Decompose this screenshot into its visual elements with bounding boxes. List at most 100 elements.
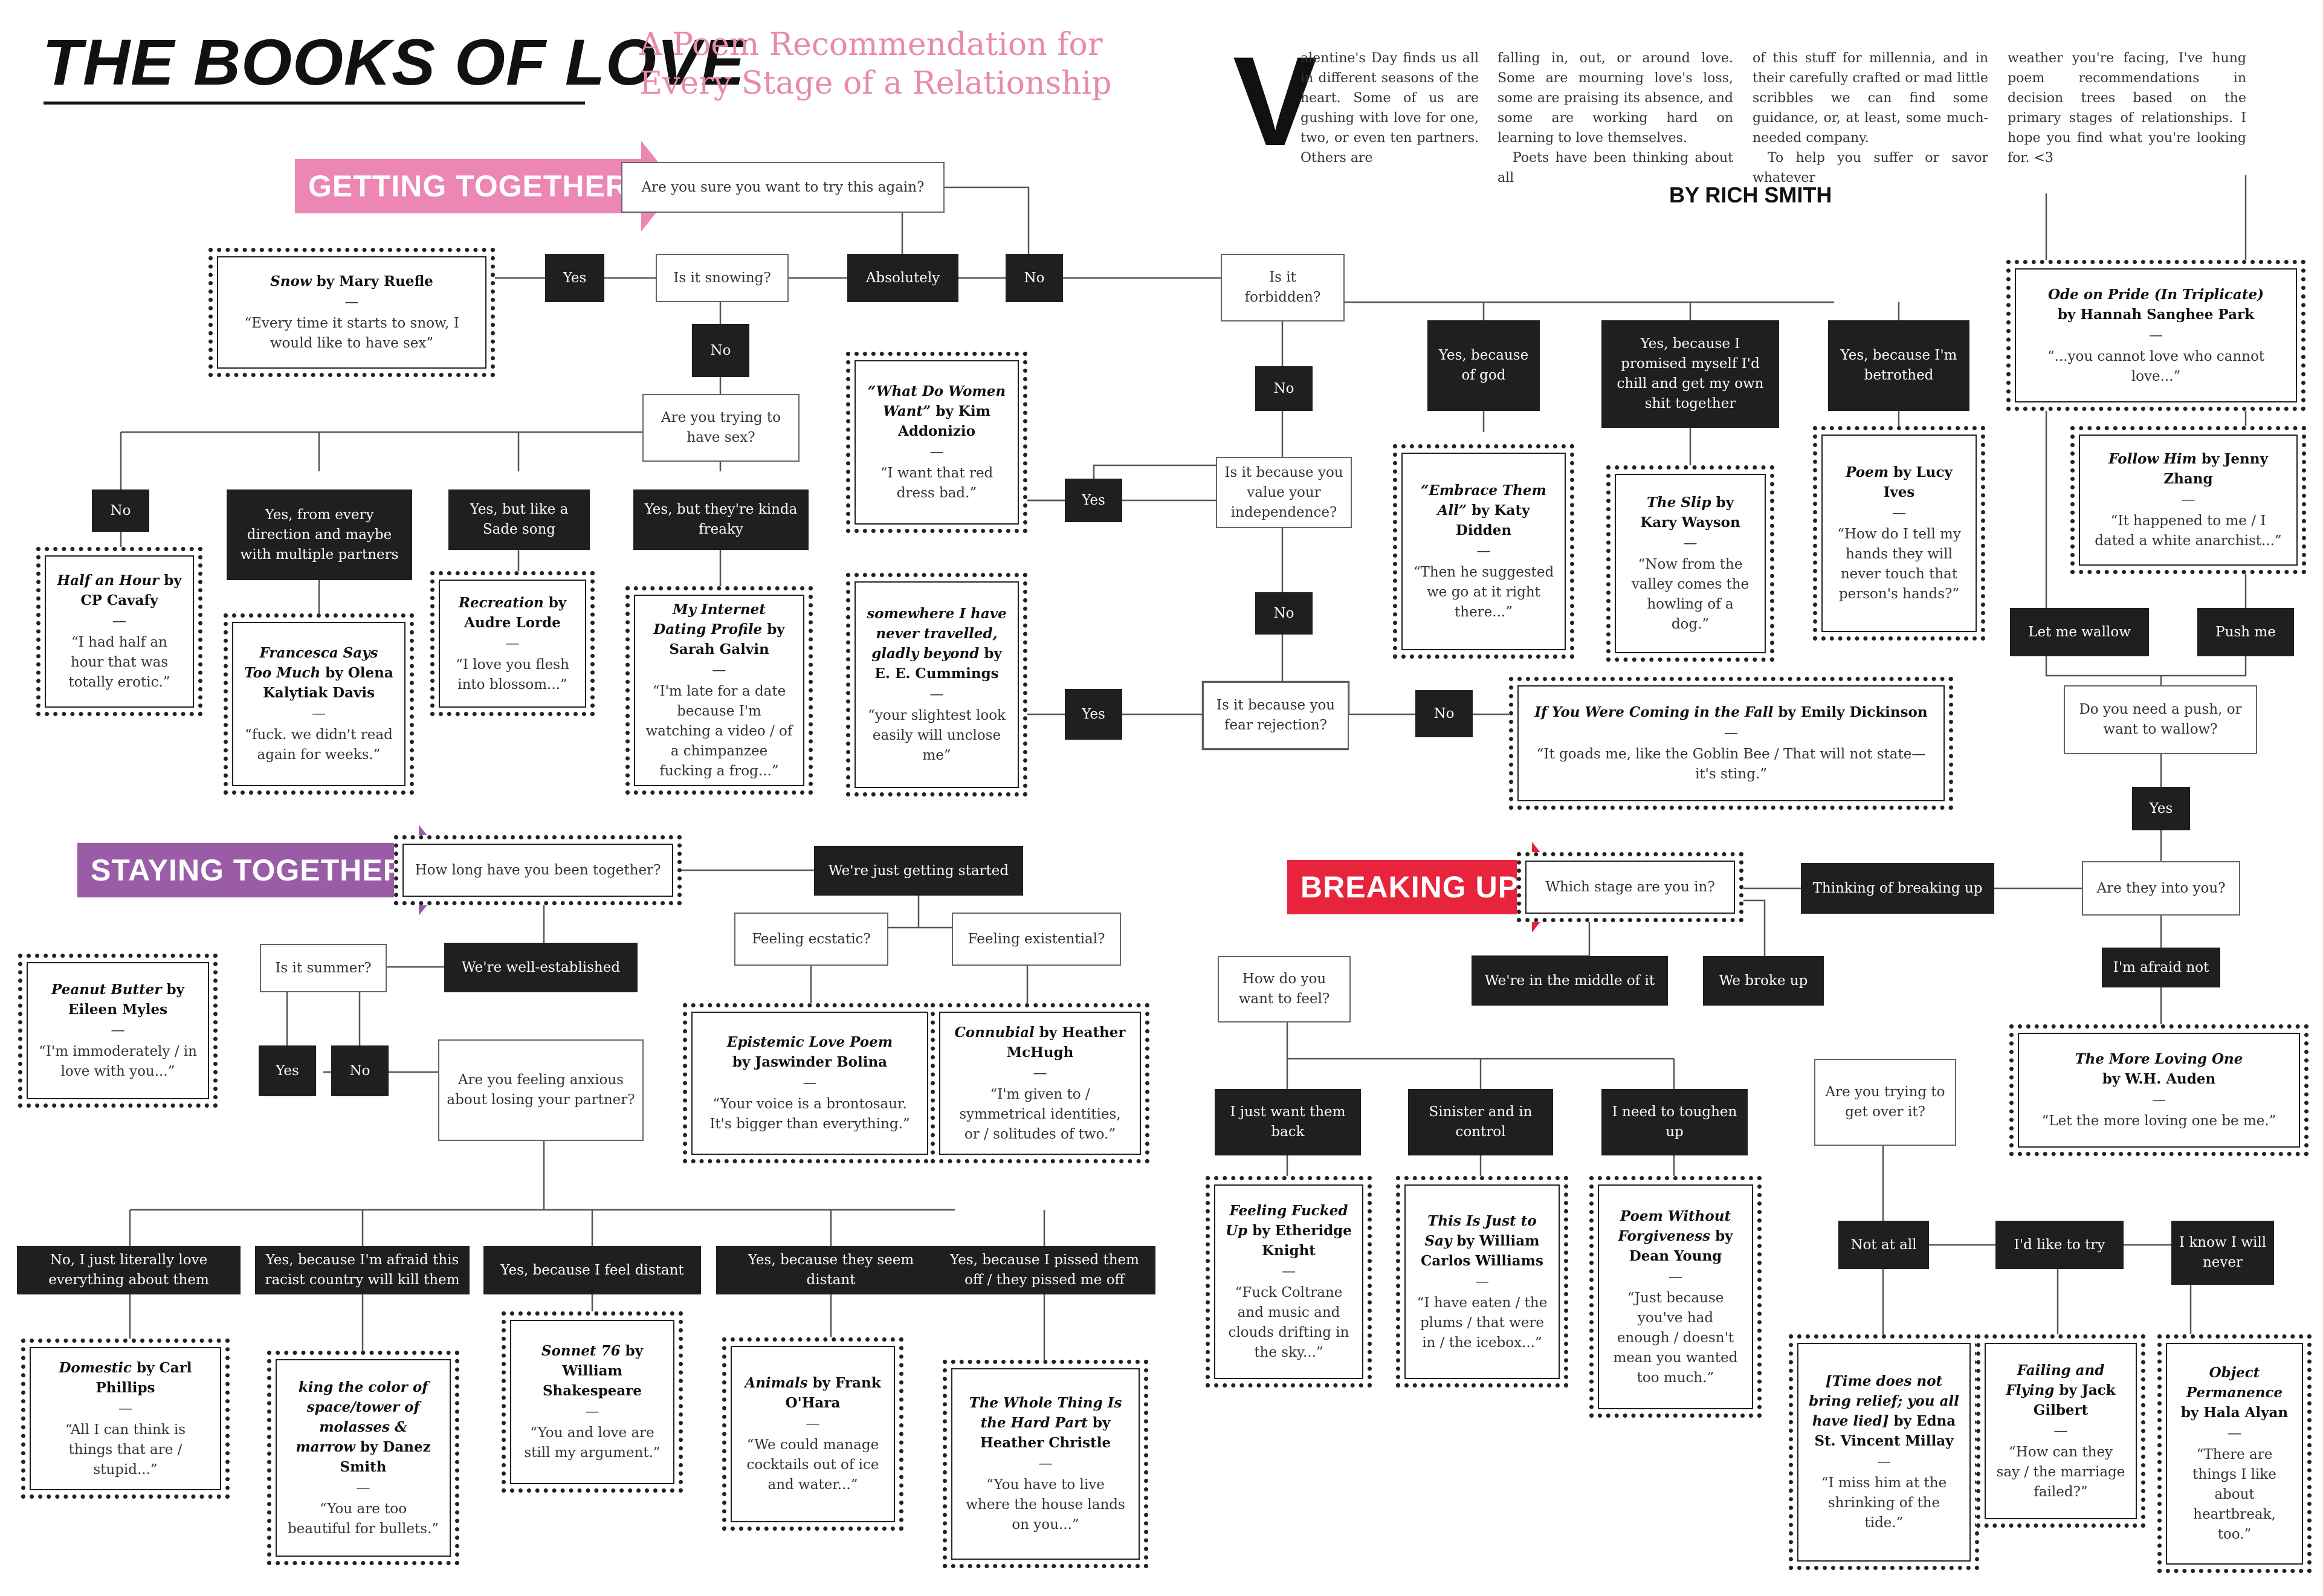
poem-half-hour-byline: Half an Hour by CP Cavafy: [56, 570, 183, 610]
poem-ode-on-pride-quote: “...you cannot love who cannot love...”: [2047, 348, 2265, 384]
poem-the-slip-dash: —: [1683, 535, 1698, 551]
answer-no-try-again: No: [1006, 254, 1063, 302]
poem-failing-flying-quote: “How can they say / the marriage failed?…: [1996, 1444, 2125, 1500]
poem-domestic-dash: —: [118, 1400, 132, 1417]
poem-without-forgiveness-title: Poem Without Forgiveness: [1618, 1207, 1731, 1244]
subtitle-line-2: Every Stage of a Relationship: [639, 65, 1112, 102]
answer-yes-snow: Yes: [545, 254, 604, 302]
answer-like-to-try: I'd like to try: [1995, 1221, 2124, 1269]
question-how-want-to-feel: How do you want to feel?: [1218, 956, 1351, 1023]
poem-follow-him-dash: —: [2181, 492, 2195, 508]
banner-getting-together-bar: GETTING TOGETHER: [295, 159, 641, 213]
title-underline: [44, 102, 585, 105]
answer-not-at-all: Not at all: [1838, 1221, 1929, 1269]
answer-want-them-back: I just want them back: [1215, 1089, 1361, 1155]
intro-column-2-para-2: Poets have been thinking about all: [1498, 150, 1733, 186]
poem-internet-dating-quote: “I'm late for a date because I'm watchin…: [645, 683, 793, 779]
answer-no-independence: No: [1255, 592, 1313, 635]
poem-lucy-ives-byline: Poem by Lucy Ives: [1833, 462, 1965, 502]
poem-embrace-them-all-byline: “Embrace Them All” by Katy Didden: [1413, 480, 1554, 540]
question-feeling-existential: Feeling existential?: [952, 913, 1121, 966]
poem-ode-on-pride: Ode on Pride (In Triplicate)by Hannah Sa…: [2006, 260, 2305, 411]
poem-object-permanence-dash: —: [2228, 1426, 2241, 1441]
poem-internet-dating: My Internet Dating Profile by Sarah Galv…: [625, 586, 813, 795]
answer-yes-sade: Yes, but like a Sade song: [448, 489, 590, 550]
poem-animals-byline: Animals by Frank O'Hara: [742, 1373, 884, 1413]
intro-column-2: falling in, out, or around love. Some ar…: [1498, 48, 1733, 188]
poem-object-permanence-quote: “There are things I like about heartbrea…: [2192, 1447, 2276, 1542]
poem-sonnet-76-dash: —: [585, 1404, 599, 1420]
question-independence: Is it because you value your independenc…: [1216, 457, 1352, 528]
poem-peanut-butter-title: Peanut Butter: [51, 981, 162, 998]
answer-yes-promised: Yes, because I promised myself I'd chill…: [1601, 320, 1779, 428]
poem-epistemic-love-byline: Epistemic Love Poem by Jaswinder Bolina: [727, 1032, 893, 1072]
answer-toughen-up: I need to toughen up: [1601, 1089, 1748, 1155]
poem-epistemic-love-author: by Jaswinder Bolina: [732, 1054, 888, 1070]
answer-they-seem-distant: Yes, because they seem distant: [716, 1246, 946, 1294]
poem-coming-in-fall-title: If You Were Coming in the Fall: [1534, 704, 1774, 720]
poem-failing-flying-author: by Jack Gilbert: [2033, 1381, 2116, 1418]
poem-peanut-butter-quote: “I'm immoderately / in love with you...”: [39, 1044, 197, 1079]
question-anxious-losing: Are you feeling anxious about losing you…: [438, 1039, 644, 1141]
question-forbidden: Is it forbidden?: [1221, 254, 1345, 321]
poem-what-women-want-author: by Kim Addonizio: [898, 403, 990, 439]
poem-francesca-author: by Olena Kalytiak Davis: [262, 665, 393, 701]
poem-just-to-say: This Is Just to Say by William Carlos Wi…: [1396, 1176, 1568, 1388]
poem-embrace-them-all-title: “Embrace Them All”: [1421, 482, 1546, 519]
poem-more-loving-one-author: by W.H. Auden: [2102, 1071, 2216, 1087]
poem-lucy-ives-quote: “How do I tell my hands they will never …: [1837, 526, 1961, 602]
banner-breaking-up-label: BREAKING UP: [1300, 870, 1519, 904]
poem-internet-dating-dash: —: [712, 662, 726, 678]
poem-animals-title: Animals: [745, 1375, 808, 1391]
poem-feeling-fucked-up: Feeling Fucked Up by Etheridge Knight — …: [1206, 1176, 1372, 1388]
intro-column-4: weather you're facing, I've hung poem re…: [2008, 51, 2246, 166]
poem-what-women-want-byline: “What Do Women Want” by Kim Addonizio: [866, 381, 1007, 441]
banner-getting-together: GETTING TOGETHER: [295, 141, 677, 231]
poem-coming-in-fall-quote: “It goads me, like the Goblin Bee / That…: [1536, 746, 1926, 782]
poem-feeling-fucked-up-author: by Etheridge Knight: [1252, 1223, 1352, 1259]
poem-king-color-of-space-author: by Danez Smith: [340, 1438, 431, 1475]
answer-yes-every-direction: Yes, from every direction and maybe with…: [227, 489, 412, 580]
poem-more-loving-one-dash: —: [2152, 1092, 2166, 1108]
banner-staying-together: STAYING TOGETHER: [77, 825, 455, 916]
byline: BY RICH SMITH: [1669, 183, 1832, 207]
answer-thinking-breaking-up: Thinking of breaking up: [1801, 863, 1994, 914]
poem-animals: Animals by Frank O'Hara — “We could mana…: [722, 1337, 903, 1531]
poem-connubial: Connubial by Heather McHugh — “I'm given…: [931, 1003, 1149, 1163]
poem-the-slip: The Slip by Kary Wayson — “Now from the …: [1606, 465, 1774, 662]
question-which-stage-label: Which stage are you in?: [1545, 879, 1715, 895]
poem-snow-dash: —: [344, 294, 359, 310]
poem-connubial-byline: Connubial by Heather McHugh: [951, 1023, 1129, 1062]
poem-somewhere: somewhere I have never travelled, gladly…: [846, 573, 1027, 796]
intro-column-1: alentine's Day finds us all in different…: [1300, 51, 1479, 166]
poem-somewhere-author: by E. E. Cummings: [874, 645, 1002, 682]
answer-no-forbidden: No: [1255, 366, 1313, 411]
poem-somewhere-title: somewhere I have never travelled, gladly…: [867, 606, 1007, 662]
poem-peanut-butter-author: by Eileen Myles: [68, 981, 184, 1018]
question-push-or-wallow: Do you need a push, or want to wallow?: [2064, 685, 2257, 754]
intro-column-3: of this stuff for millennia, and in thei…: [1753, 48, 1988, 188]
poem-time-no-relief: [Time does not bring relief; you all hav…: [1789, 1334, 1979, 1570]
question-are-they-into-you: Are they into you?: [2082, 861, 2240, 916]
banner-staying-together-bar: STAYING TOGETHER: [77, 843, 419, 897]
poem-sonnet-76-author: by William Shakespeare: [542, 1343, 644, 1399]
poem-without-forgiveness-quote: “Just because you've had enough / doesn'…: [1613, 1290, 1738, 1386]
poem-epistemic-love-title: Epistemic Love Poem: [726, 1034, 893, 1050]
poem-embrace-them-all-dash: —: [1476, 543, 1491, 559]
answer-just-getting-started: We're just getting started: [814, 846, 1023, 896]
poem-failing-flying-dash: —: [2053, 1423, 2068, 1439]
poem-feeling-fucked-up-title: Feeling Fucked Up: [1226, 1203, 1348, 1239]
poem-lucy-ives: Poem by Lucy Ives — “How do I tell my ha…: [1813, 426, 1985, 641]
poem-connubial-dash: —: [1033, 1065, 1047, 1081]
poem-object-permanence-byline: Object Permanence by Hala Alyan: [2177, 1363, 2292, 1423]
poem-king-color-of-space-title: king the color of space/tower of molasse…: [296, 1378, 428, 1455]
poem-object-permanence-title: Object Permanence: [2186, 1365, 2283, 1401]
question-snowing: Is it snowing?: [656, 254, 789, 302]
poem-what-women-want-quote: “I want that red dress bad.”: [880, 465, 993, 501]
poem-what-women-want: “What Do Women Want” by Kim Addonizio — …: [846, 352, 1027, 533]
answer-well-established: We're well-established: [444, 943, 638, 992]
poem-follow-him-byline: Follow Him by Jenny Zhang: [2090, 449, 2286, 489]
poem-without-forgiveness: Poem Without Forgiveness by Dean Young —…: [1589, 1176, 1762, 1418]
answer-yes-god: Yes, because of god: [1427, 320, 1540, 411]
poem-embrace-them-all-author: by Katy Didden: [1455, 502, 1530, 538]
